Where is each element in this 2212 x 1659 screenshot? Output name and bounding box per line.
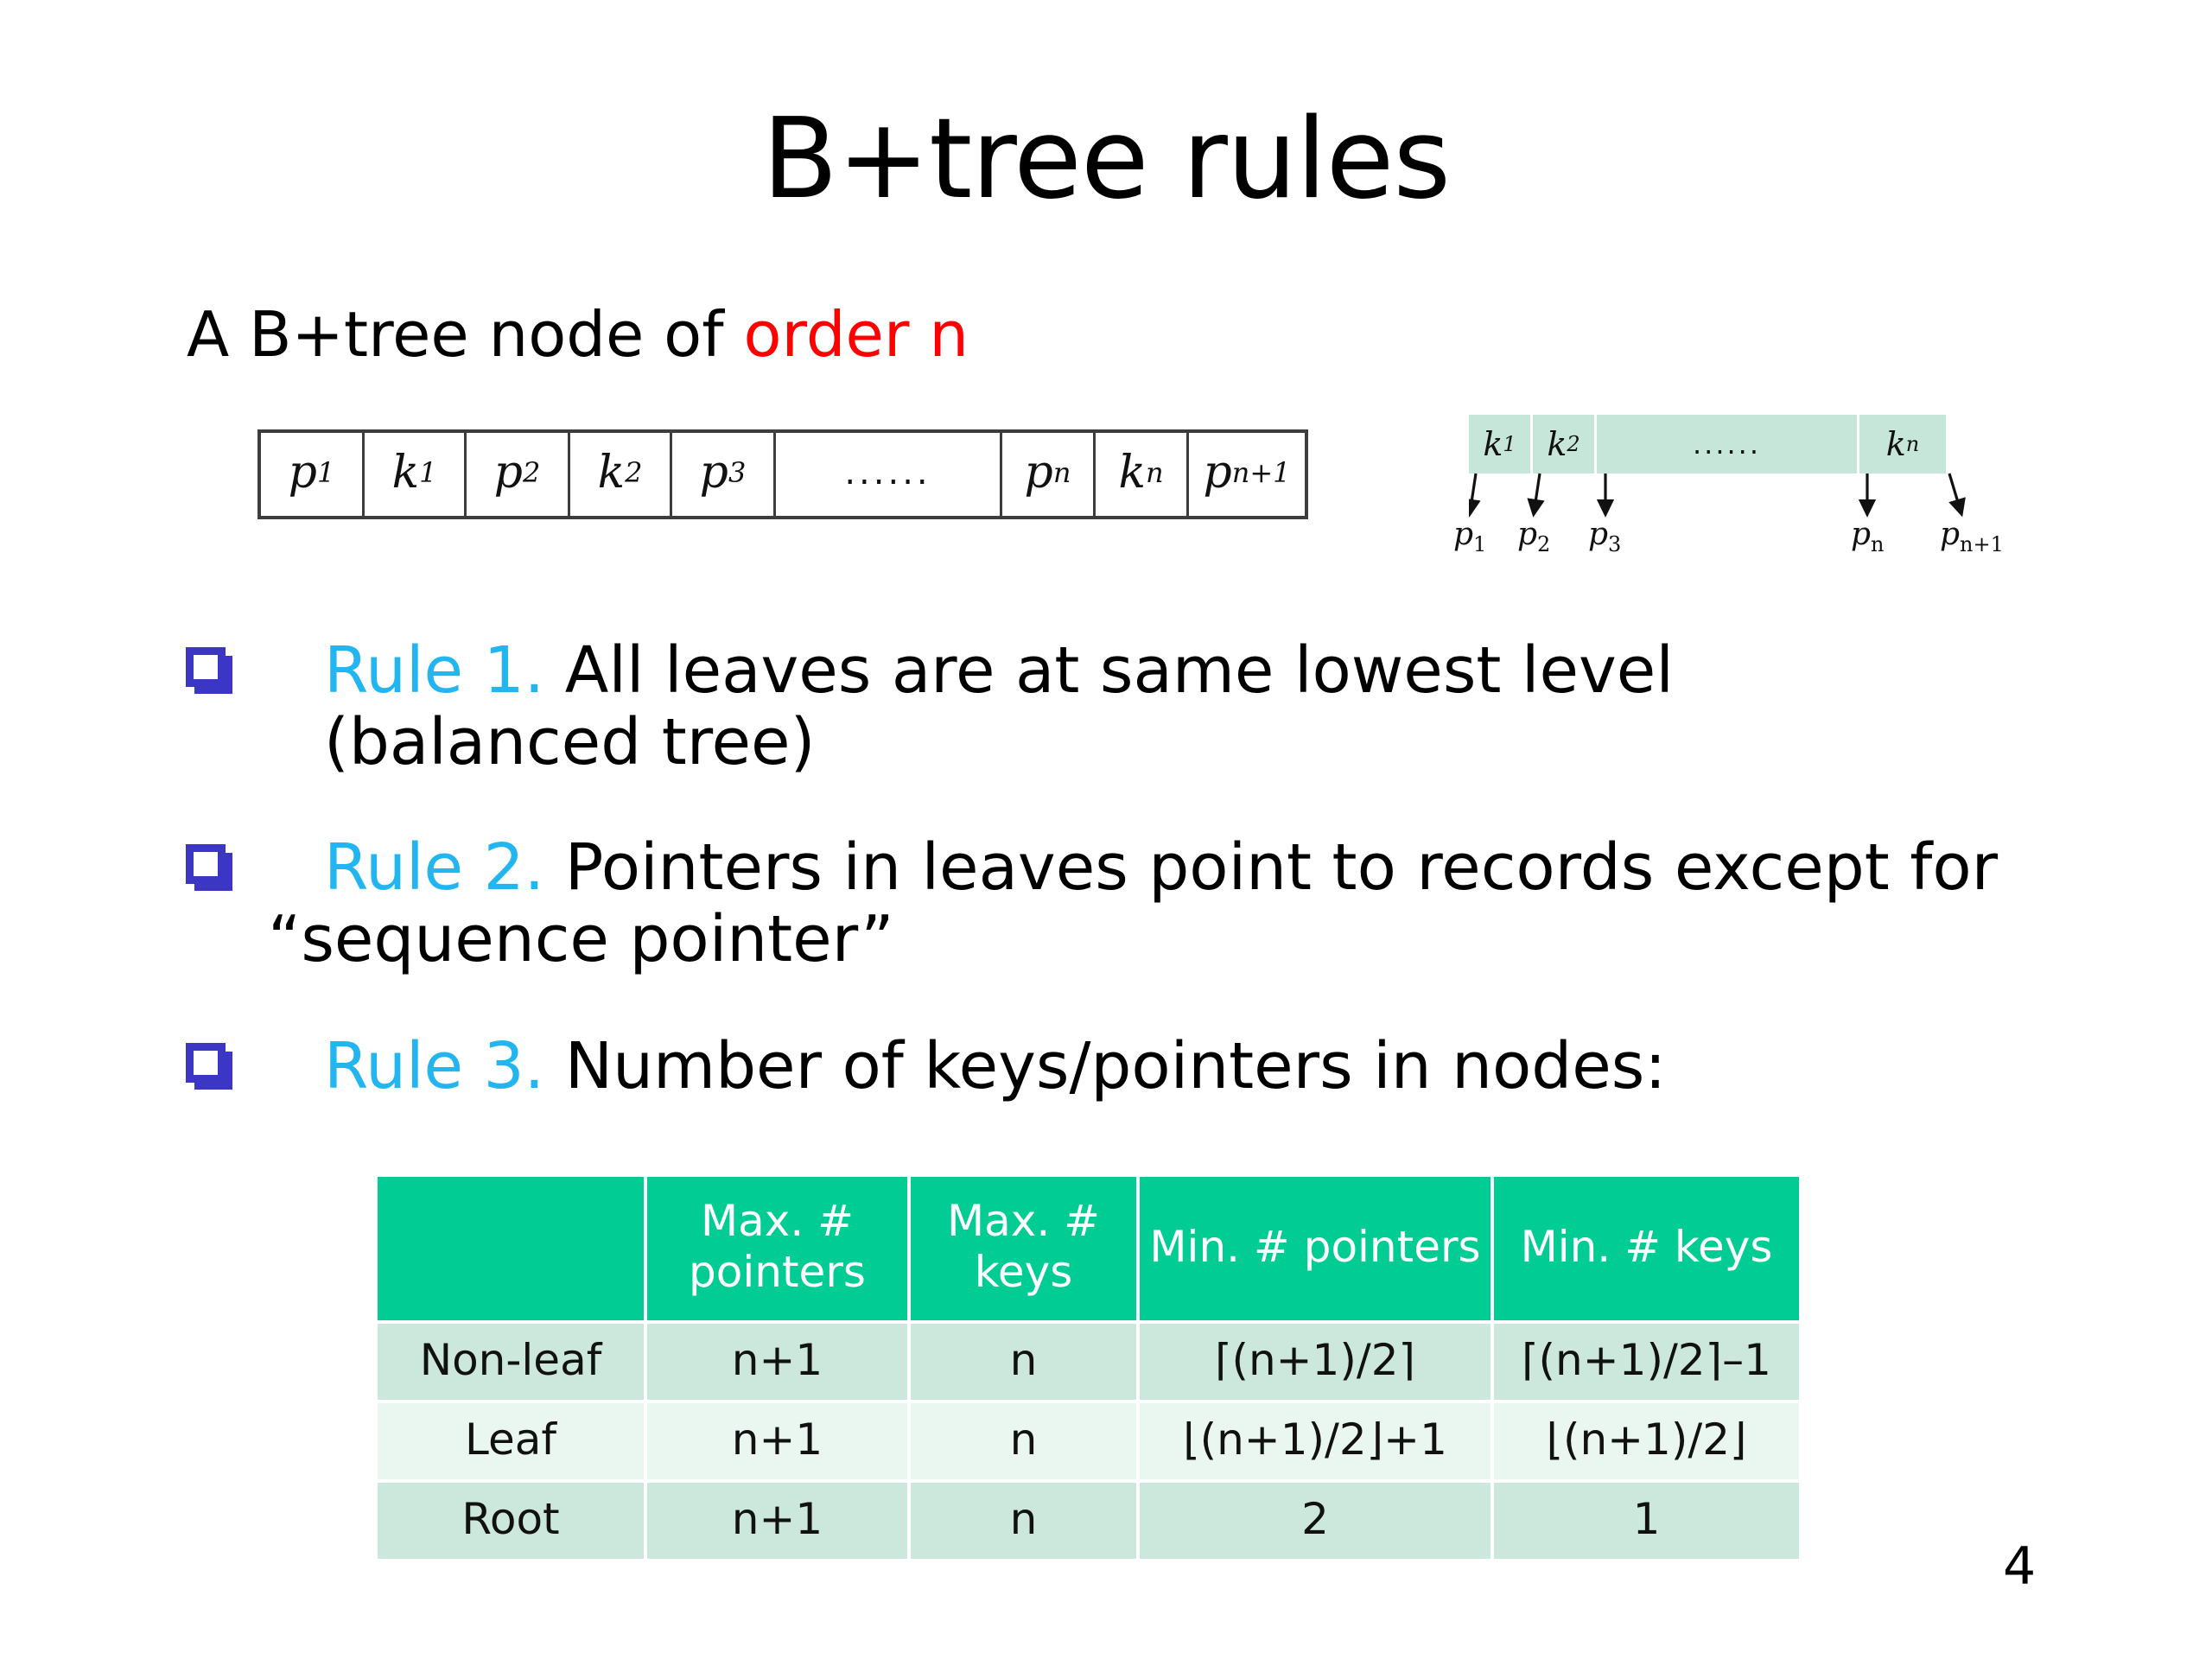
table-row: Root n+1 n 2 1 [378, 1481, 1799, 1562]
rule-item-2[interactable]: Rule 2. Pointers in leaves point to reco… [186, 832, 1998, 976]
rule-1-continuation: (balanced tree) [324, 704, 816, 779]
table-header-min-pointers: Min. # pointers [1138, 1177, 1494, 1324]
table-header-corner [378, 1177, 647, 1324]
cell-root-min-pointers: 2 [1138, 1481, 1494, 1562]
rule-3-text: Number of keys/pointers in nodes: [544, 1029, 1667, 1103]
cell-leaf-min-keys: ⌊(n+1)/2⌋ [1492, 1402, 1799, 1483]
table-header-max-pointers: Max. # pointers [645, 1177, 911, 1324]
cell-root-max-keys: n [909, 1481, 1140, 1562]
keys-pointers-table: Max. # pointers Max. # keys Min. # point… [378, 1177, 1799, 1562]
rule-2-text: Pointers in leaves point to records exce… [544, 830, 1999, 905]
green-cell-ellipsis: ...... [1597, 415, 1859, 474]
node-cell-ellipsis: ...... [776, 433, 1002, 516]
subtitle-accent: order n [743, 298, 969, 371]
rule-item-3[interactable]: Rule 3. Number of keys/pointers in nodes… [186, 1031, 1666, 1103]
pointer-label-pn1: pn+1 [1940, 517, 2004, 557]
subtitle-prefix: A B+tree node of [187, 298, 744, 371]
rule-1-line: Rule 1. All leaves are at same lowest le… [324, 635, 1674, 707]
table-header-max-keys: Max. # keys [909, 1177, 1140, 1324]
rule-3-label: Rule 3. [324, 1029, 545, 1103]
rule-2-label: Rule 2. [324, 830, 545, 905]
cell-root-min-keys: 1 [1492, 1481, 1799, 1562]
row-label-non-leaf: Non-leaf [378, 1322, 647, 1403]
rule-2-continuation: “sequence pointer” [268, 901, 894, 976]
cell-leaf-max-pointers: n+1 [645, 1402, 911, 1483]
cell-non-leaf-max-pointers: n+1 [645, 1322, 911, 1403]
pointer-arrows [1469, 473, 1966, 518]
cell-leaf-min-pointers: ⌊(n+1)/2⌋+1 [1138, 1402, 1494, 1483]
table-header-row: Max. # pointers Max. # keys Min. # point… [378, 1177, 1799, 1324]
table-row: Leaf n+1 n ⌊(n+1)/2⌋+1 ⌊(n+1)/2⌋ [378, 1402, 1799, 1483]
pointer-label-p3: p3 [1588, 517, 1622, 557]
row-label-root: Root [378, 1481, 647, 1562]
pointer-label-pn: pn [1851, 517, 1885, 557]
cell-non-leaf-min-pointers: ⌈(n+1)/2⌉ [1138, 1322, 1494, 1403]
page-number: 4 [2003, 1536, 2037, 1597]
cell-non-leaf-min-keys: ⌈(n+1)/2⌉–1 [1492, 1322, 1799, 1403]
rule-3-line: Rule 3. Number of keys/pointers in nodes… [324, 1031, 1666, 1103]
cell-leaf-max-keys: n [909, 1402, 1140, 1483]
rule-2-line: Rule 2. Pointers in leaves point to reco… [324, 832, 1998, 904]
rule-item-1[interactable]: Rule 1. All leaves are at same lowest le… [186, 635, 1674, 779]
subtitle-line: A B+tree node of order n [187, 298, 969, 371]
rule-1-label: Rule 1. [324, 633, 545, 708]
square-bullet-icon [186, 844, 226, 884]
page-title: B+tree rules [762, 95, 1451, 224]
table-header-min-keys: Min. # keys [1492, 1177, 1799, 1324]
cell-root-max-pointers: n+1 [645, 1481, 911, 1562]
table-row: Non-leaf n+1 n ⌈(n+1)/2⌉ ⌈(n+1)/2⌉–1 [378, 1322, 1799, 1403]
row-label-leaf: Leaf [378, 1402, 647, 1483]
pointer-label-p1: p1 [1453, 517, 1487, 557]
rule-1-text: All leaves are at same lowest level [544, 633, 1674, 708]
pointer-label-p2: p2 [1517, 517, 1551, 557]
cell-non-leaf-max-keys: n [909, 1322, 1140, 1403]
square-bullet-icon [186, 1043, 226, 1083]
square-bullet-icon [186, 647, 226, 687]
